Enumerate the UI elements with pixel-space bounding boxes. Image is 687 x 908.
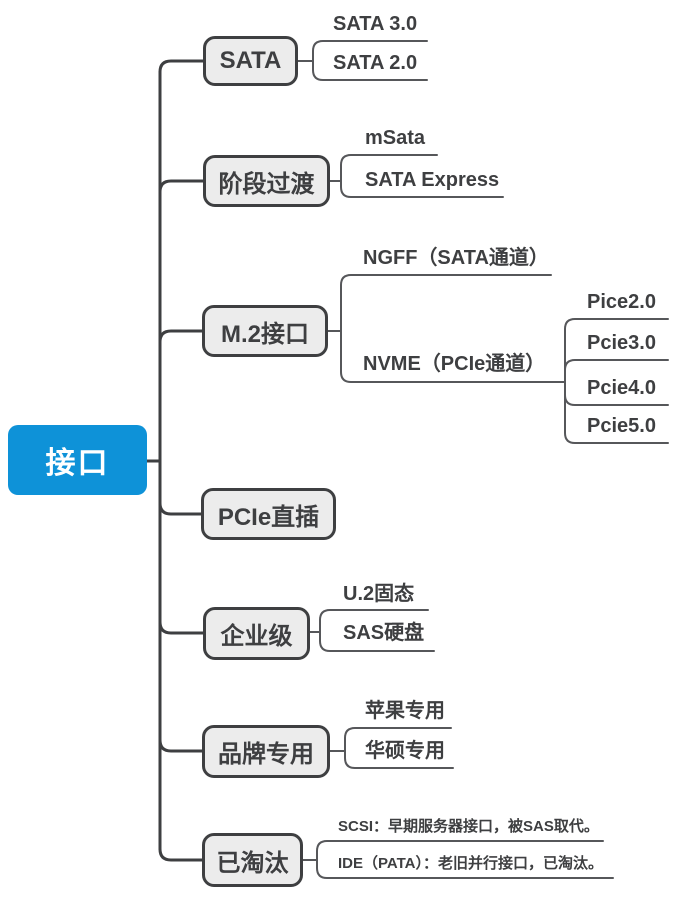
leaf-node-ngff[interactable]: NGFF（SATA通道）	[363, 247, 549, 269]
branch-node-pcie-direct[interactable]: PCIe直插	[201, 488, 336, 540]
leaf-node-sata-express[interactable]: SATA Express	[365, 169, 500, 191]
leaf-node-sata-3-0[interactable]: SATA 3.0	[333, 13, 418, 35]
leaf-node-scsi[interactable]: SCSI：早期服务器接口，被SAS取代。	[338, 818, 599, 835]
leaf-node-asus-only[interactable]: 华硕专用	[365, 740, 445, 762]
leaf-node-u2-ssd[interactable]: U.2固态	[343, 583, 415, 605]
branch-node-obsolete[interactable]: 已淘汰	[202, 833, 303, 887]
trunk-connectors	[145, 59, 205, 862]
leaf-node-nvme[interactable]: NVME（PCIe通道）	[363, 353, 546, 375]
branch-node-sata[interactable]: SATA	[203, 36, 298, 86]
root-node[interactable]: 接口	[8, 425, 147, 495]
leaf-node-pcie-5-0[interactable]: Pcie5.0	[587, 415, 656, 437]
leaf-node-pice-2-0[interactable]: Pice2.0	[587, 291, 656, 313]
leaf-node-sata-2-0[interactable]: SATA 2.0	[333, 52, 418, 74]
leaf-node-ide-pata[interactable]: IDE（PATA）：老旧并行接口，已淘汰。	[338, 855, 603, 872]
branch-node-m2[interactable]: M.2接口	[202, 305, 328, 357]
leaf-node-pcie-4-0[interactable]: Pcie4.0	[587, 377, 656, 399]
branch-node-enterprise[interactable]: 企业级	[203, 607, 310, 660]
leaf-node-apple-only[interactable]: 苹果专用	[365, 700, 445, 722]
branch-node-transition[interactable]: 阶段过渡	[203, 155, 330, 207]
leaf-node-sas-hdd[interactable]: SAS硬盘	[343, 622, 425, 644]
leaf-node-msata[interactable]: mSata	[365, 127, 426, 149]
branch-node-brand[interactable]: 品牌专用	[202, 725, 330, 778]
child-connectors	[297, 40, 669, 879]
leaf-node-pcie-3-0[interactable]: Pcie3.0	[587, 332, 656, 354]
